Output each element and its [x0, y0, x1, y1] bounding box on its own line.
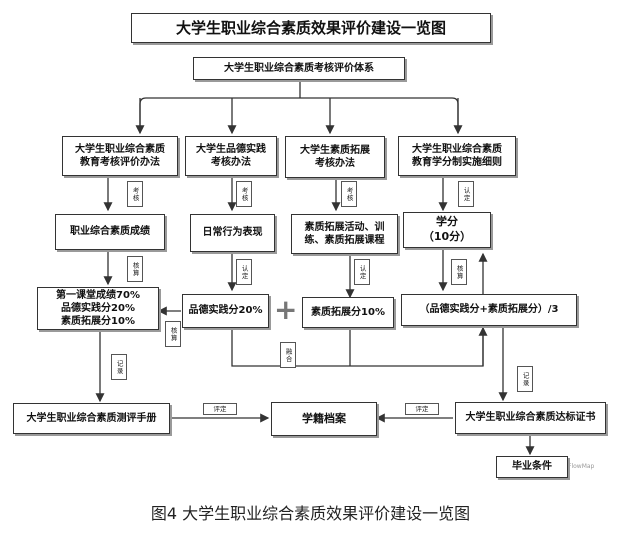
method-node-1: 大学生职业综合素质 教育考核评价办法 — [62, 136, 178, 176]
tag-kaohe-3: 考核 — [341, 181, 357, 207]
tag-hesuan-2: 核算 — [451, 259, 467, 285]
expansion-score-node: 素质拓展分10% — [302, 297, 394, 328]
activities-node: 素质拓展活动、训 练、素质拓展课程 — [291, 214, 398, 254]
tag-rending-1: 认定 — [458, 181, 474, 207]
tag-jilu-2: 记录 — [517, 366, 533, 392]
tag-jilu-1: 记录 — [111, 354, 127, 380]
career-score-node: 职业综合素质成绩 — [55, 214, 165, 250]
method-node-4: 大学生职业综合素质 教育学分制实施细则 — [398, 136, 516, 176]
formula-node: （品德实践分+素质拓展分）/3 — [401, 294, 577, 326]
credit-node: 学分 （10分） — [403, 212, 491, 248]
tag-kaohe-2: 考核 — [236, 181, 252, 207]
tag-shending-1: 评定 — [203, 403, 237, 415]
tag-ronghe: 融合 — [280, 342, 296, 368]
tag-hesuan-1: 核算 — [127, 256, 143, 282]
watermark-text: FlowMap — [568, 463, 595, 470]
handbook-node: 大学生职业综合素质测评手册 — [13, 403, 170, 434]
diagram-title: 大学生职业综合素质效果评价建设一览图 — [131, 13, 491, 43]
moral-practice-node: 品德实践分20% — [182, 294, 269, 328]
plus-sign: + — [274, 293, 298, 326]
certificate-node: 大学生职业综合素质达标证书 — [455, 402, 606, 434]
figure-caption: 图4 大学生职业综合素质效果评价建设一览图 — [150, 504, 471, 523]
root-node: 大学生职业综合素质考核评价体系 — [193, 57, 405, 80]
tag-rending-2: 认定 — [236, 259, 252, 285]
graduation-node: 毕业条件 — [496, 456, 568, 478]
tag-shending-2: 评定 — [405, 403, 439, 415]
method-node-2: 大学生品德实践 考核办法 — [185, 136, 277, 176]
weights-node: 第一课堂成绩70% 品德实践分20% 素质拓展分10% — [37, 287, 159, 330]
tag-hesuan-3: 核算 — [165, 321, 181, 347]
archive-node: 学籍档案 — [271, 402, 377, 436]
daily-behavior-node: 日常行为表现 — [190, 214, 275, 252]
tag-rending-3: 认定 — [354, 259, 370, 285]
tag-kaohe-1: 考核 — [127, 181, 143, 207]
method-node-3: 大学生素质拓展 考核办法 — [285, 136, 385, 178]
